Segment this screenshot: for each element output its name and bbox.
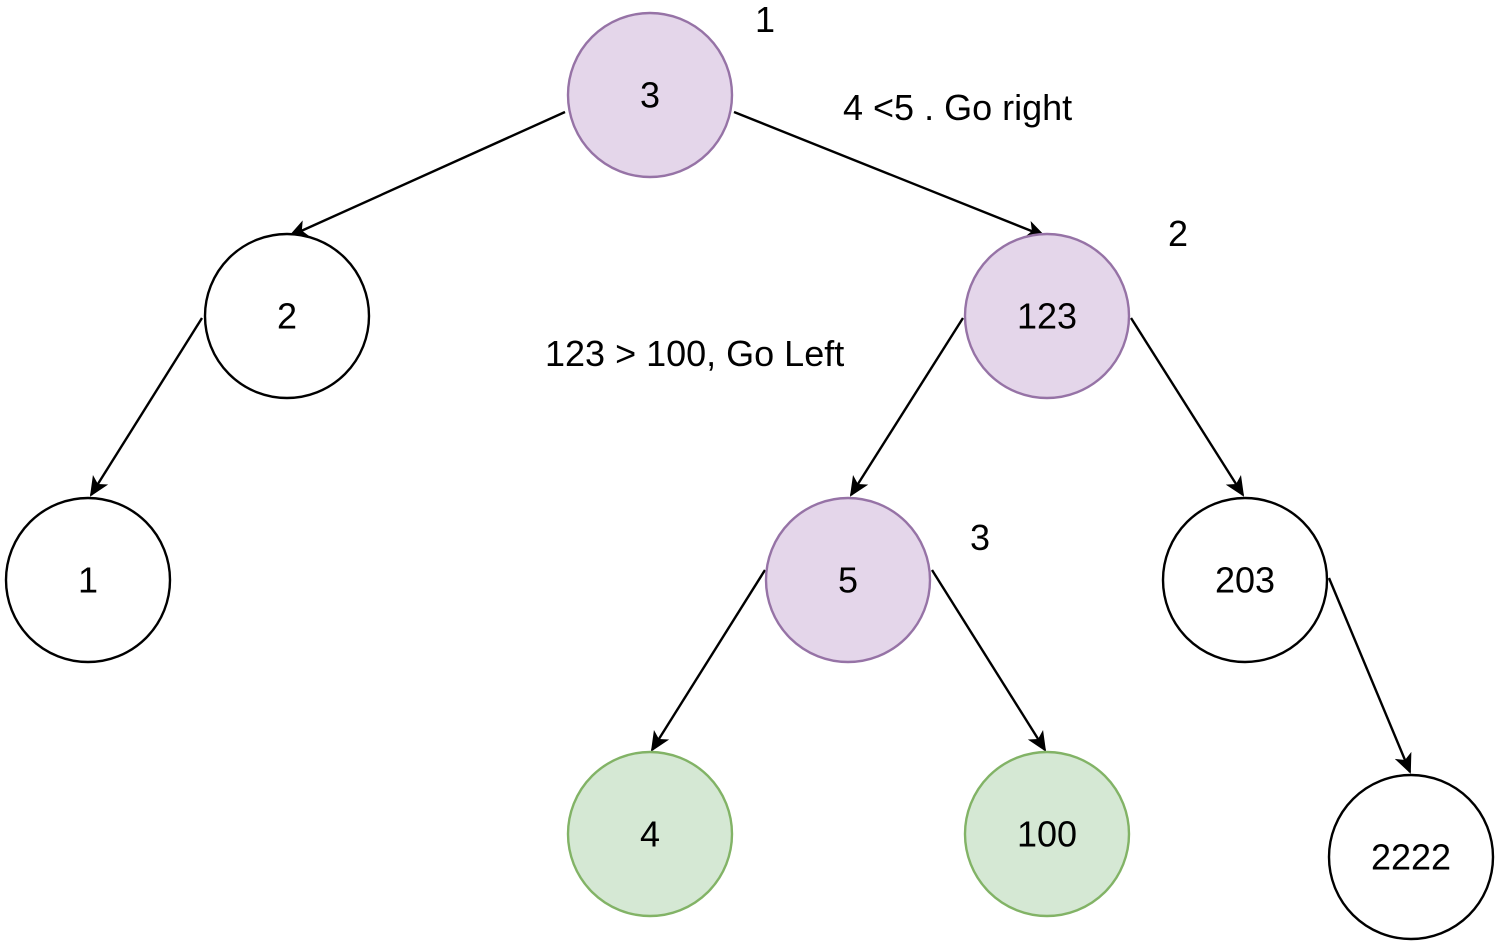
node-circle: [566, 750, 734, 918]
tree-node-5: 5: [764, 496, 932, 664]
node-label: 2222: [1371, 837, 1451, 878]
go-left-note: 123 > 100, Go Left: [545, 333, 844, 374]
tree-node-123: 123: [963, 232, 1131, 400]
tree-node-203: 203: [1161, 496, 1329, 664]
tree-node-2: 2: [203, 232, 371, 400]
step-number-2: 2: [1168, 213, 1188, 254]
node-circle: [203, 232, 371, 400]
edge-5-to-100: [930, 569, 1047, 752]
node-label: 4: [640, 814, 660, 855]
edge-5-to-4: [650, 569, 767, 752]
edge-2-to-1: [89, 317, 204, 497]
step-number-3: 3: [970, 517, 990, 558]
node-circle: [566, 11, 734, 179]
edge-203-to-2222: [1327, 577, 1412, 774]
node-label: 3: [640, 75, 660, 116]
node-circle: [4, 496, 172, 664]
edge-3-to-2: [288, 110, 566, 238]
annotations-layer: 1 4 <5 . Go right 2 123 > 100, Go Left 3: [545, 0, 1188, 558]
edge-123-to-203: [1129, 317, 1245, 497]
node-label: 123: [1017, 296, 1077, 337]
tree-node-2222: 2222: [1327, 773, 1495, 941]
nodes-layer: 3 2 123 1 5 203 4 100 2222: [4, 11, 1495, 941]
go-right-note: 4 <5 . Go right: [843, 87, 1072, 128]
node-label: 2: [277, 296, 297, 337]
node-circle: [1161, 496, 1329, 664]
node-circle: [963, 750, 1131, 918]
tree-node-3: 3: [566, 11, 734, 179]
node-label: 203: [1215, 560, 1275, 601]
tree-node-100: 100: [963, 750, 1131, 918]
tree-node-4: 4: [566, 750, 734, 918]
edges-layer: [89, 110, 1412, 774]
node-circle: [963, 232, 1131, 400]
tree-node-1: 1: [4, 496, 172, 664]
edge-123-to-5: [849, 317, 965, 497]
node-label: 1: [78, 560, 98, 601]
step-number-1: 1: [755, 0, 775, 40]
edge-3-to-123: [733, 110, 1046, 238]
node-circle: [764, 496, 932, 664]
node-label: 5: [838, 560, 858, 601]
node-circle: [1327, 773, 1495, 941]
node-label: 100: [1017, 814, 1077, 855]
